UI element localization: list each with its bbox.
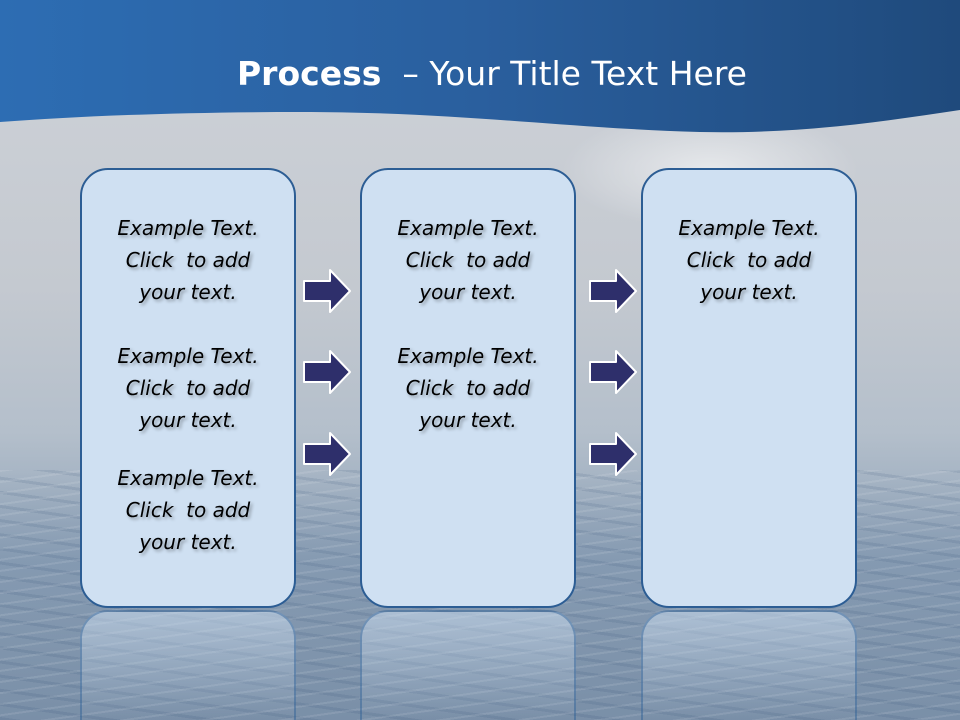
title-bold: Process xyxy=(237,54,382,93)
box-reflection xyxy=(80,610,296,720)
text-line: Example Text. xyxy=(397,216,539,240)
right-arrow-icon xyxy=(303,432,351,476)
text-item[interactable]: Example Text. Click to add your text. xyxy=(362,212,574,308)
title-rest: – Your Title Text Here xyxy=(381,54,747,93)
text-line: your text. xyxy=(700,280,798,304)
text-item[interactable]: Example Text. Click to add your text. xyxy=(362,340,574,436)
text-item[interactable]: Example Text. Click to add your text. xyxy=(643,212,855,308)
box-reflection xyxy=(360,610,576,720)
text-line: Click to add xyxy=(125,376,251,400)
right-arrow-icon xyxy=(589,350,637,394)
text-line: Example Text. xyxy=(117,466,259,490)
slide-title[interactable]: Process – Your Title Text Here xyxy=(0,54,960,93)
text-line: Click to add xyxy=(125,248,251,272)
text-item[interactable]: Example Text. Click to add your text. xyxy=(82,340,294,436)
text-line: Example Text. xyxy=(117,344,259,368)
right-arrow-icon xyxy=(303,350,351,394)
text-line: your text. xyxy=(419,280,517,304)
text-line: Click to add xyxy=(405,376,531,400)
text-item[interactable]: Example Text. Click to add your text. xyxy=(82,462,294,558)
right-arrow-icon xyxy=(303,269,351,313)
text-line: Example Text. xyxy=(678,216,820,240)
text-line: your text. xyxy=(139,280,237,304)
text-line: Example Text. xyxy=(117,216,259,240)
text-line: Click to add xyxy=(686,248,812,272)
process-box-3[interactable]: Example Text. Click to add your text. xyxy=(641,168,857,608)
text-line: your text. xyxy=(419,408,517,432)
right-arrow-icon xyxy=(589,269,637,313)
text-line: Example Text. xyxy=(397,344,539,368)
text-line: your text. xyxy=(139,530,237,554)
text-line: your text. xyxy=(139,408,237,432)
box-reflection xyxy=(641,610,857,720)
process-box-1[interactable]: Example Text. Click to add your text. Ex… xyxy=(80,168,296,608)
process-box-2[interactable]: Example Text. Click to add your text. Ex… xyxy=(360,168,576,608)
text-line: Click to add xyxy=(405,248,531,272)
header-banner xyxy=(0,0,960,133)
right-arrow-icon xyxy=(589,432,637,476)
text-line: Click to add xyxy=(125,498,251,522)
text-item[interactable]: Example Text. Click to add your text. xyxy=(82,212,294,308)
